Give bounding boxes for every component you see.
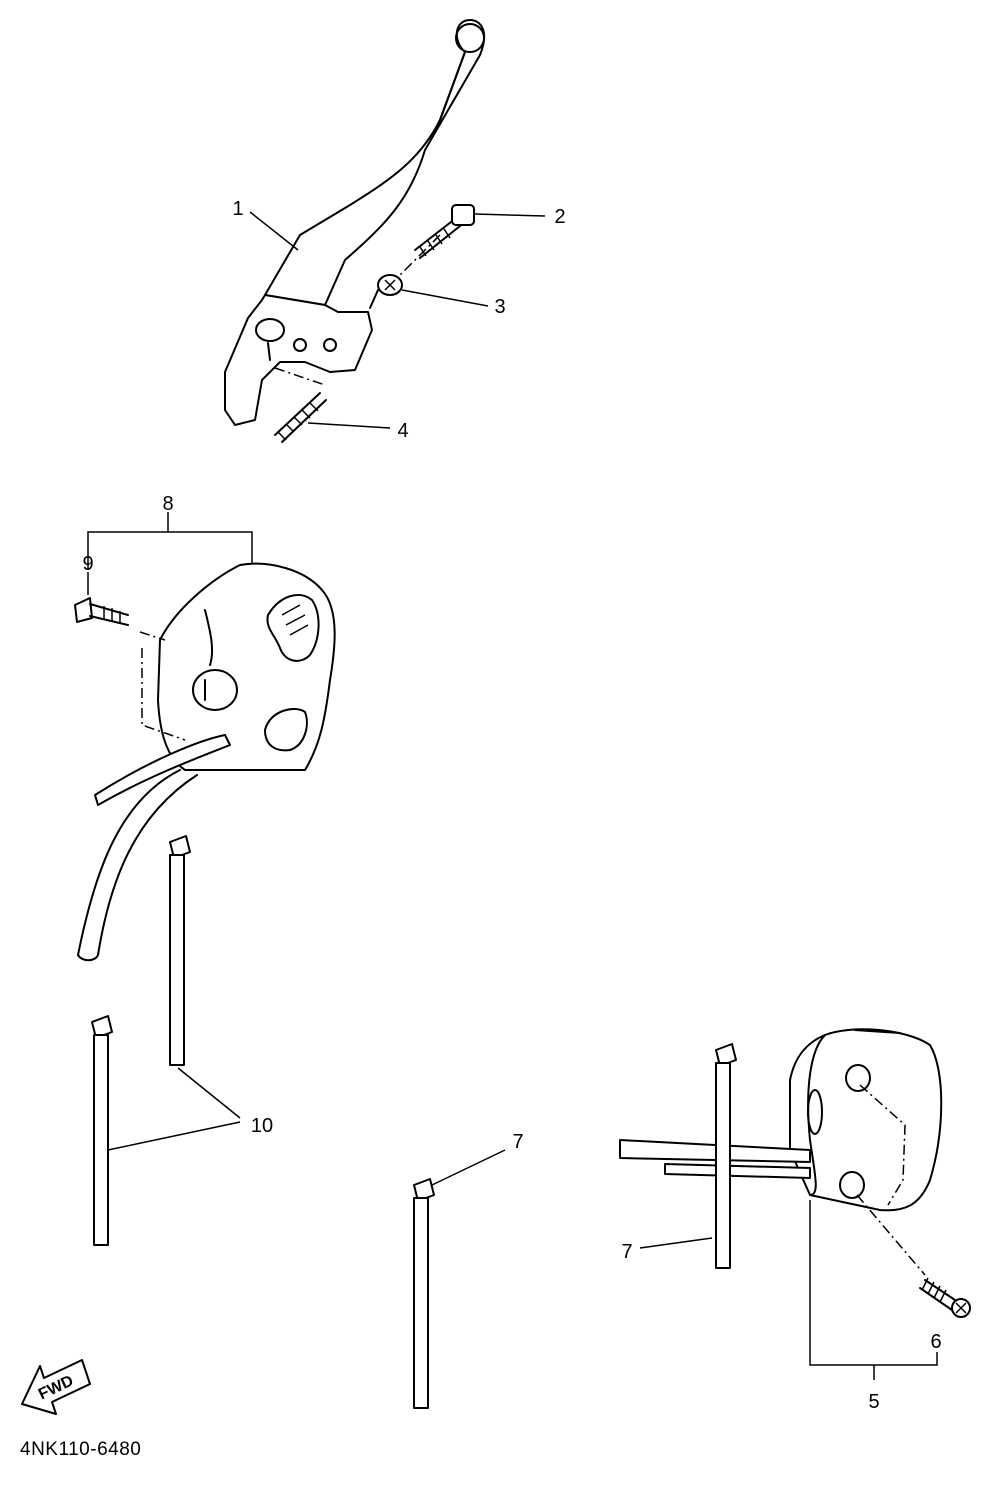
callout-9: 9 — [82, 553, 93, 575]
lever-assembly — [224, 19, 486, 443]
diagram-code: 4NK110-6480 — [20, 1439, 141, 1460]
cable-tie-7a — [413, 1178, 435, 1409]
callout-6: 6 — [930, 1331, 941, 1353]
callout-5: 5 — [868, 1391, 879, 1413]
left-switch-assembly — [74, 512, 336, 962]
callout-8: 8 — [162, 493, 173, 515]
cable-tie-10a — [169, 835, 191, 1066]
fwd-arrow-icon: FWD — [21, 1359, 91, 1415]
right-switch-assembly — [619, 1028, 971, 1380]
callout-7-middle: 7 — [512, 1131, 523, 1153]
cable-tie-10b — [91, 1015, 113, 1246]
callout-10: 10 — [251, 1115, 273, 1137]
callout-3: 3 — [494, 296, 505, 318]
callout-4: 4 — [397, 420, 408, 442]
callout-7-right: 7 — [621, 1241, 632, 1263]
callout-2: 2 — [554, 206, 565, 228]
callout-1: 1 — [232, 198, 243, 220]
